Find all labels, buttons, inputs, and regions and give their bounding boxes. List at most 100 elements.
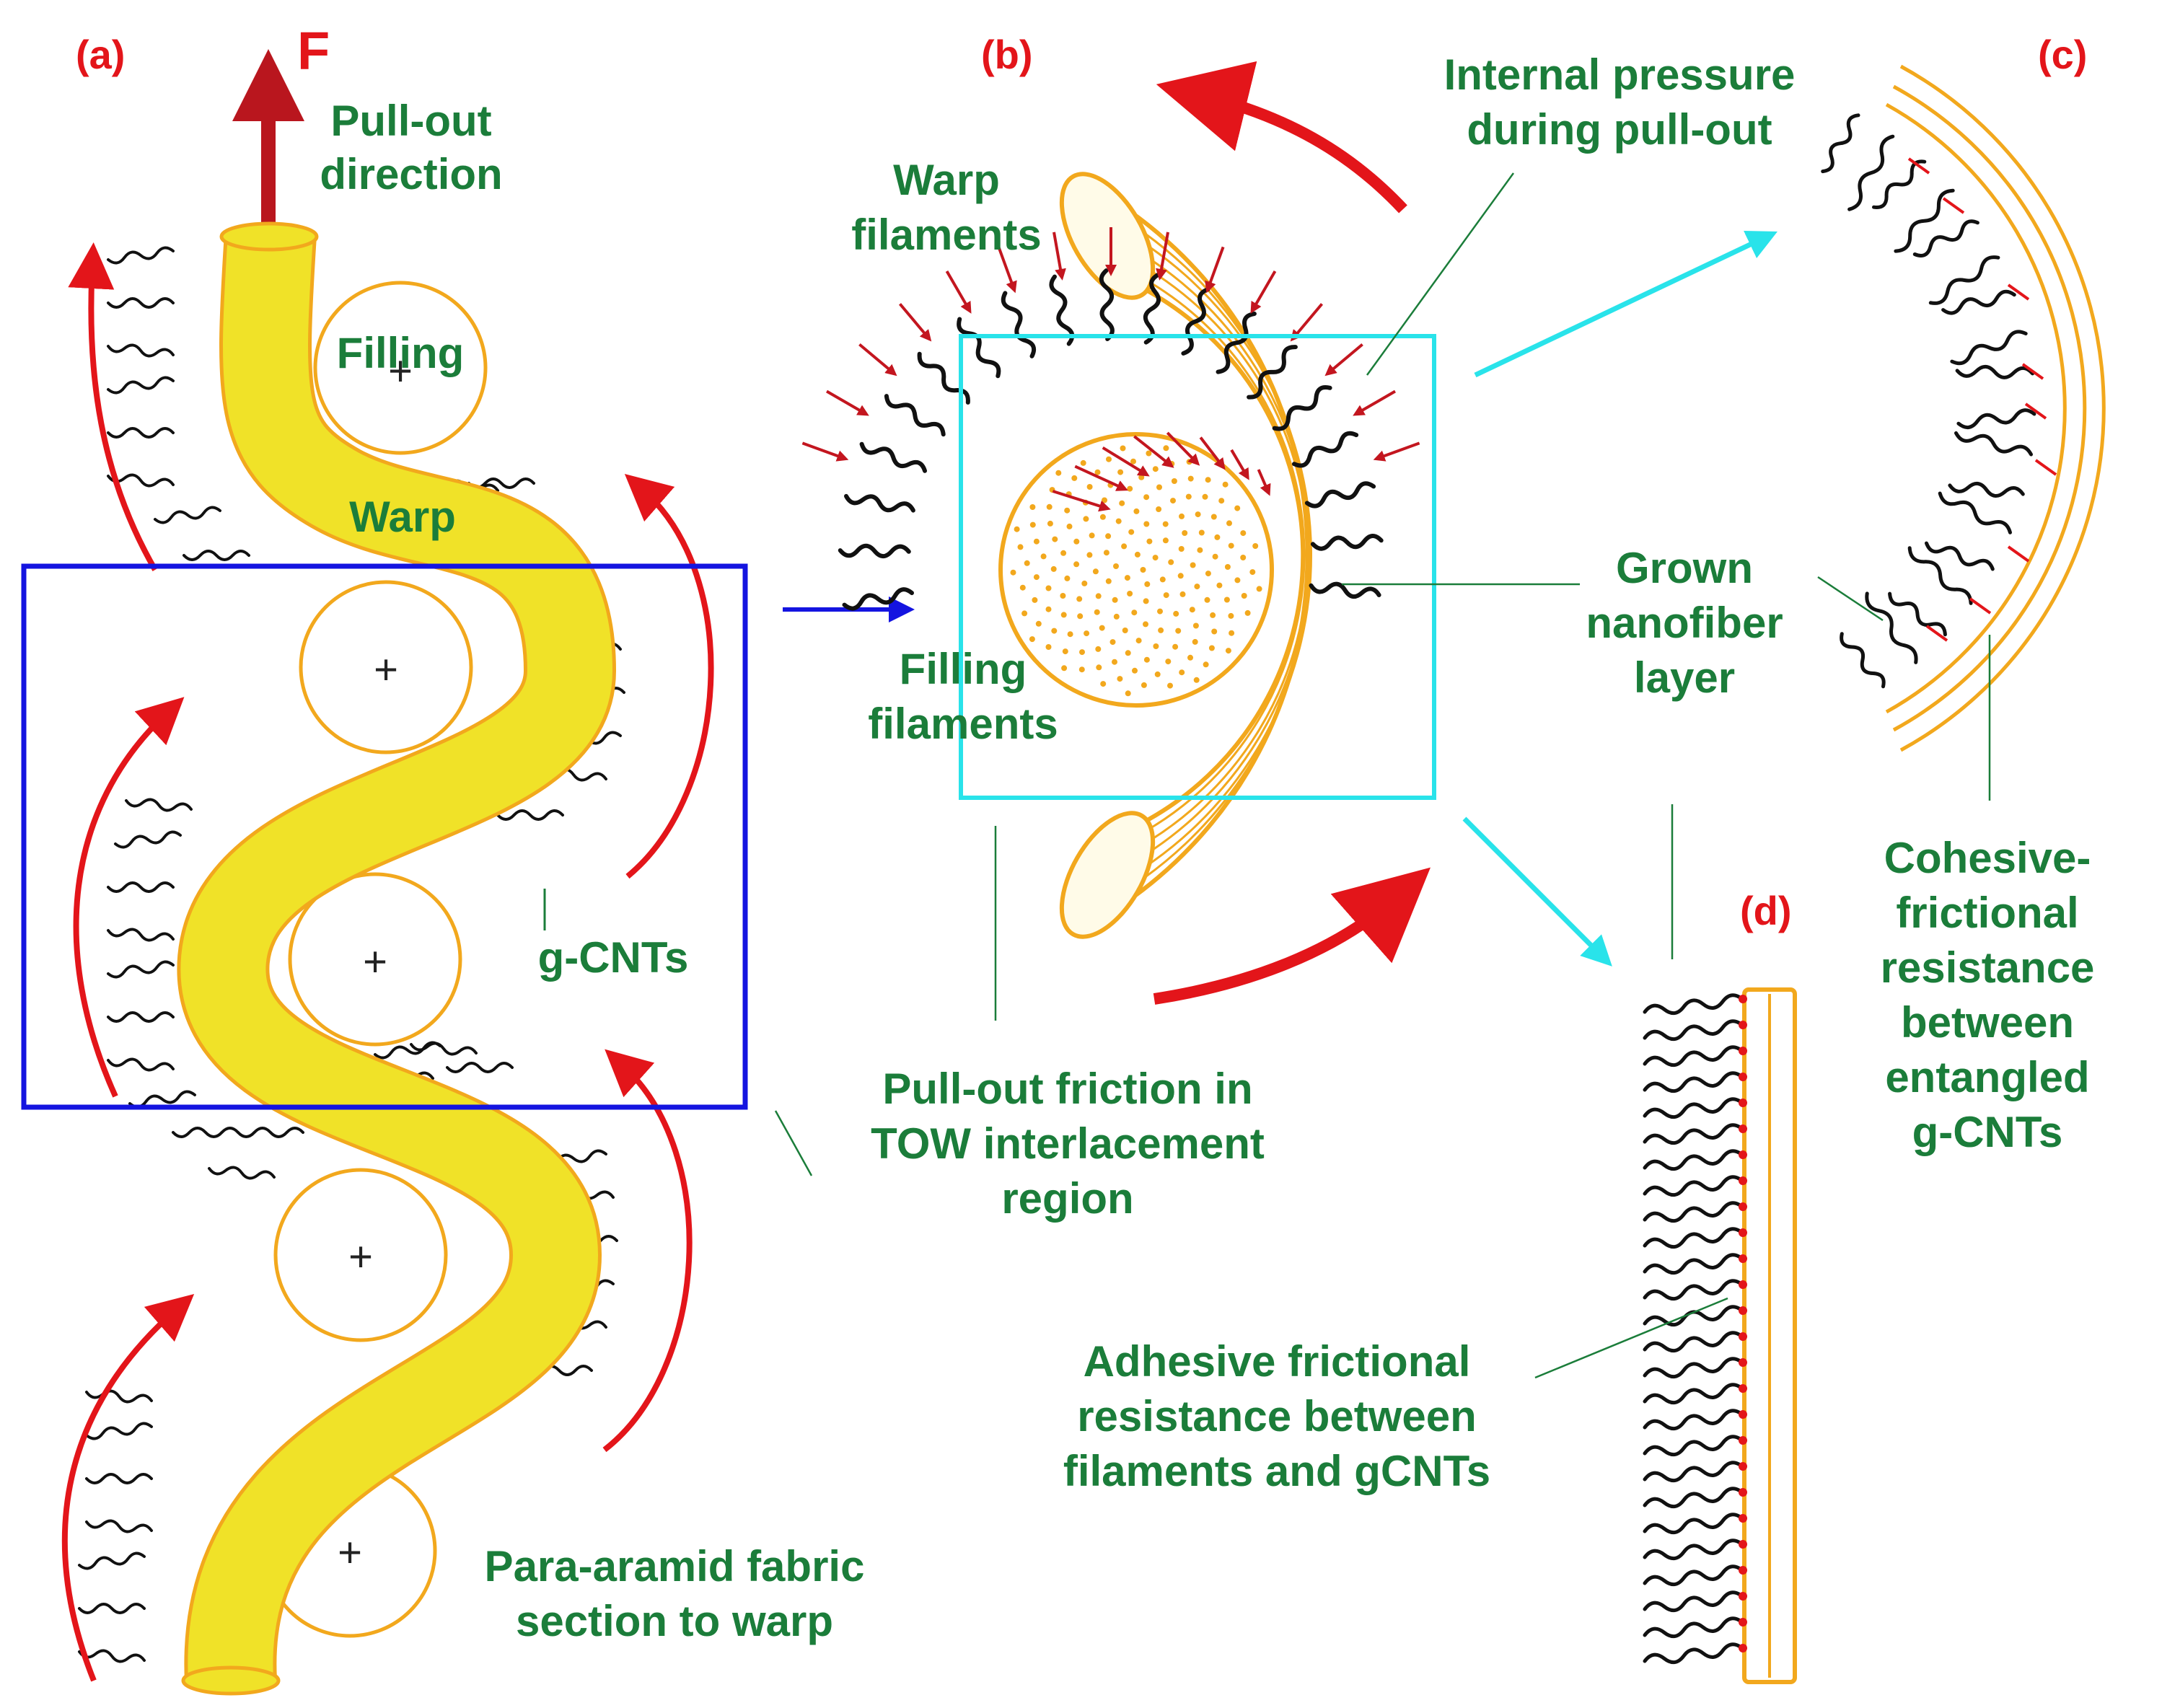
filament-dot <box>1113 563 1119 569</box>
adhesion-point <box>1739 1021 1747 1029</box>
cnt-fiber <box>107 1011 175 1023</box>
cnt-fiber <box>1643 1487 1744 1509</box>
cnt-fiber <box>1872 159 1927 209</box>
pressure-arrow-icon <box>1290 303 1324 342</box>
filling-filaments-label-line-2: filaments <box>868 700 1058 748</box>
filament-dot <box>1077 613 1084 620</box>
filament-dot <box>1190 562 1196 568</box>
cnt-fiber <box>85 1422 153 1440</box>
pressure-arrow-icon <box>1230 449 1249 480</box>
filament-dot <box>1086 484 1093 490</box>
filling-circle <box>273 1168 448 1342</box>
cohesive-label-line-4: between <box>1901 998 2074 1047</box>
filament-dot <box>1125 650 1131 656</box>
filament-dot <box>1163 445 1169 452</box>
entanglement-mark <box>1969 597 1992 615</box>
adhesion-point <box>1739 1540 1747 1549</box>
filling-circle <box>313 281 488 455</box>
zoom-arrow-c-icon <box>1474 231 1778 378</box>
cnt-fiber <box>208 1166 276 1180</box>
cnt-fiber <box>1643 1123 1744 1145</box>
warp-tow <box>180 232 613 1683</box>
force-label: F <box>297 21 330 81</box>
cnt-fiber <box>1894 188 1955 253</box>
cnt-fiber <box>107 246 175 265</box>
filament-dot <box>1210 514 1217 520</box>
curved-arrow-icon <box>73 697 185 1098</box>
filament-dot <box>1078 666 1085 673</box>
adhesion-point <box>1739 1332 1747 1341</box>
filament-dot <box>1124 575 1130 581</box>
filament-dot <box>1208 645 1215 651</box>
filament-dot <box>1144 581 1151 587</box>
g-cnt-fibers-b <box>838 268 1384 611</box>
filament-dot <box>1225 648 1231 654</box>
adhesion-point <box>1739 1358 1747 1367</box>
filament-dot <box>1100 681 1107 687</box>
entanglement-mark <box>2007 283 2030 301</box>
grown-nanofiber-label-line-1: Grown <box>1616 544 1753 592</box>
cohesive-label-line-1: Cohesive- <box>1884 834 2091 882</box>
grown-nanofiber-label-line-3: layer <box>1634 653 1735 702</box>
filament-dot <box>1032 597 1038 603</box>
adhesion-point <box>1739 1099 1747 1107</box>
filament-dot <box>1113 613 1120 620</box>
cnt-fiber <box>1643 1019 1744 1042</box>
adhesion-point <box>1739 1592 1747 1601</box>
pullout-friction-leader-a <box>774 1110 813 1176</box>
filament-dot <box>1241 593 1247 599</box>
filament-dot <box>1130 458 1136 465</box>
pullout-friction-label-line-1: Pull-out friction in <box>882 1065 1252 1113</box>
curved-arrow-icon <box>602 1049 693 1453</box>
filament-dot <box>1192 622 1199 629</box>
grown-nanofiber-leader-c <box>1817 576 1884 622</box>
filament-dot <box>1071 475 1078 481</box>
g-cnts-label: g-CNTs <box>538 933 689 982</box>
filament-dot <box>1165 659 1172 665</box>
adhesion-point <box>1739 1150 1747 1159</box>
filament-dot <box>1051 628 1058 634</box>
filament-dot <box>1102 497 1107 503</box>
cnt-fiber <box>1643 1513 1744 1535</box>
filament-dot <box>1152 466 1159 472</box>
filament-dot <box>1017 544 1024 550</box>
filament-dot <box>1133 508 1140 514</box>
filling-filaments-circle <box>998 432 1274 708</box>
filament-dot <box>1112 659 1117 665</box>
filament-dot <box>1127 485 1133 492</box>
filament-dot <box>1046 503 1053 510</box>
filament-dot <box>1171 478 1177 484</box>
cnt-fiber <box>107 376 175 395</box>
filament-dot <box>1216 582 1223 589</box>
cnt-fiber <box>1272 385 1332 431</box>
cnt-fiber <box>1941 289 2016 315</box>
filament-dot <box>1117 676 1123 682</box>
filament-dot <box>1203 661 1209 668</box>
cnt-fiber <box>842 587 914 611</box>
warp-label: Warp <box>349 493 456 541</box>
filament-dot <box>1197 547 1203 553</box>
filament-dot <box>1033 574 1040 581</box>
cohesive-label-line-3: resistance <box>1881 943 2095 992</box>
internal-pressure-arrows <box>801 227 1420 512</box>
filament-dot <box>1223 597 1230 603</box>
filament-dot <box>1168 559 1174 565</box>
pressure-arrow-icon <box>1324 343 1363 377</box>
filament-dot <box>1067 631 1073 638</box>
filament-dot <box>1062 648 1068 655</box>
warp-tow-end <box>181 1665 281 1696</box>
filament-dot <box>1193 677 1200 683</box>
cnt-fiber <box>85 1519 153 1533</box>
grown-nanofiber-label-line-2: nanofiber <box>1586 599 1783 647</box>
rotation-arrow-icon <box>1156 61 1407 214</box>
cnt-fiber <box>1643 1149 1744 1171</box>
adhesion-point <box>1739 1254 1747 1263</box>
cnt-fiber <box>107 473 175 488</box>
filament-dot <box>1010 569 1016 576</box>
cnt-fiber <box>1928 255 2000 305</box>
pressure-arrow-icon <box>1156 232 1169 281</box>
cnt-fiber <box>1643 1590 1744 1613</box>
filament-dot <box>1127 591 1133 597</box>
cnt-fiber <box>107 881 175 893</box>
rotation-arrow-icon <box>1153 867 1431 1005</box>
